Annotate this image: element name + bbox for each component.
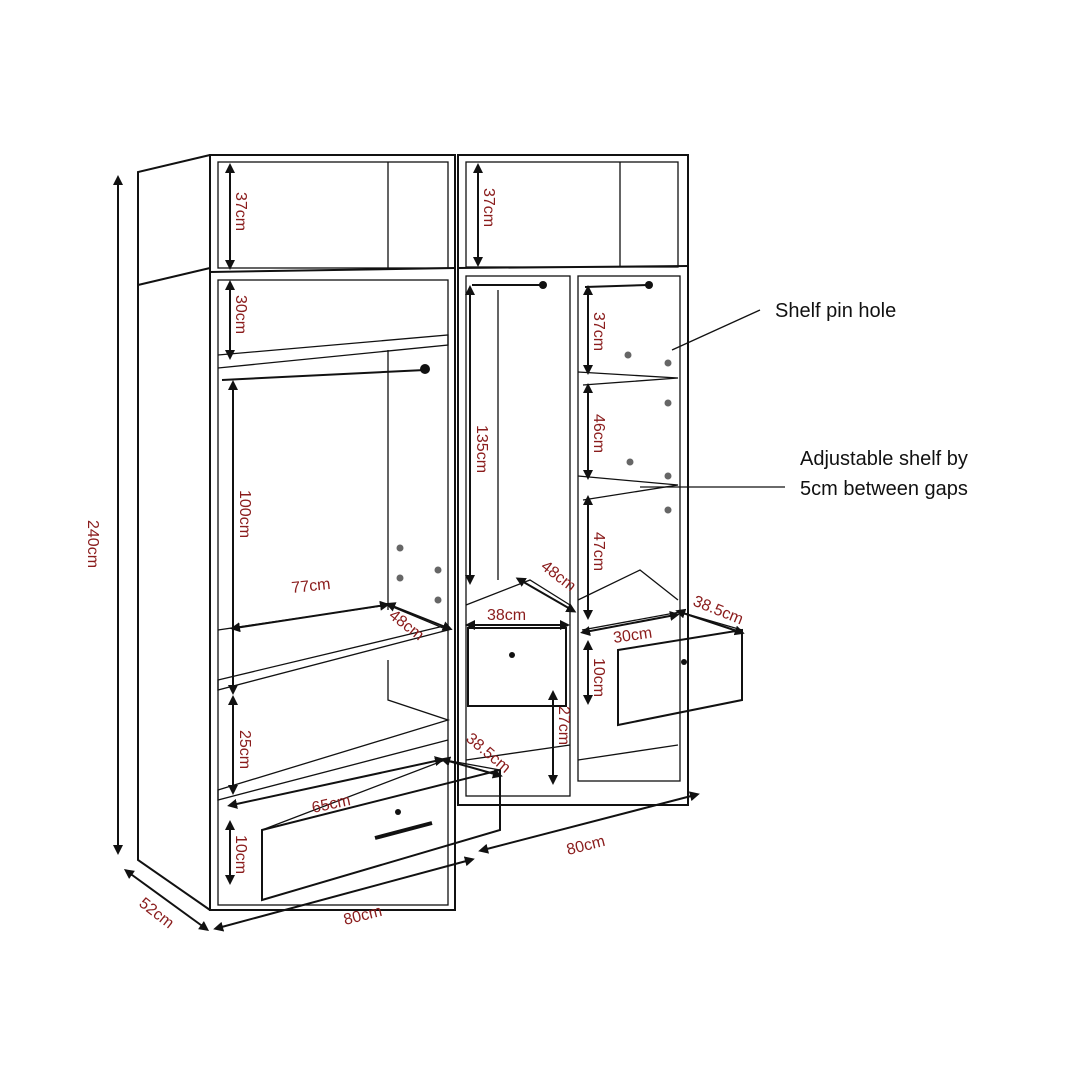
left-cabinet: [137, 154, 456, 911]
label-right-width: 80cm: [565, 833, 607, 859]
label-total-height: 240cm: [84, 520, 101, 568]
adjustable-shelf-note-line2: 5cm between gaps: [800, 478, 968, 500]
label-mid-lower-shelf: 27cm: [555, 706, 572, 745]
annotations: Shelf pin hole Adjustable shelf by 5cm b…: [775, 300, 968, 500]
dimension-labels: 240cm 52cm 80cm 80cm 37cm 37cm 30cm 100c…: [84, 188, 746, 932]
label-depth: 52cm: [136, 895, 177, 932]
label-left-upper-shelf: 30cm: [232, 295, 249, 334]
label-right-shelf-2: 46cm: [590, 414, 607, 453]
label-left-drawer-width: 65cm: [310, 792, 352, 817]
label-left-width: 80cm: [342, 903, 384, 929]
label-right-drawer-width: 30cm: [612, 625, 653, 647]
middle-drawer[interactable]: [467, 627, 567, 707]
label-right-shelf-1: 37cm: [590, 312, 607, 351]
label-left-drawer-depth: 38.5cm: [462, 730, 513, 777]
dimension-lines: [113, 163, 785, 932]
shelf-pin-hole-note: Shelf pin hole: [775, 300, 896, 322]
label-left-lower-shelf: 25cm: [236, 730, 253, 769]
label-left-hanging: 100cm: [236, 490, 253, 538]
label-left-drawer-height: 10cm: [232, 835, 249, 874]
shelf-pin-holes: [396, 351, 672, 604]
label-right-shelf-3: 47cm: [590, 532, 607, 571]
label-left-inner-width: 77cm: [291, 576, 332, 597]
label-mid-inner-depth: 48cm: [538, 558, 579, 595]
right-cabinet: [457, 154, 700, 854]
label-left-top-box: 37cm: [232, 192, 249, 231]
label-right-top-box: 37cm: [480, 188, 497, 227]
left-drawer[interactable]: [261, 759, 501, 902]
label-mid-drawer-width: 38cm: [487, 607, 526, 624]
adjustable-shelf-note-line1: Adjustable shelf by: [800, 448, 968, 470]
label-right-drawer-height: 10cm: [590, 658, 607, 697]
label-mid-hanging: 135cm: [473, 425, 490, 473]
